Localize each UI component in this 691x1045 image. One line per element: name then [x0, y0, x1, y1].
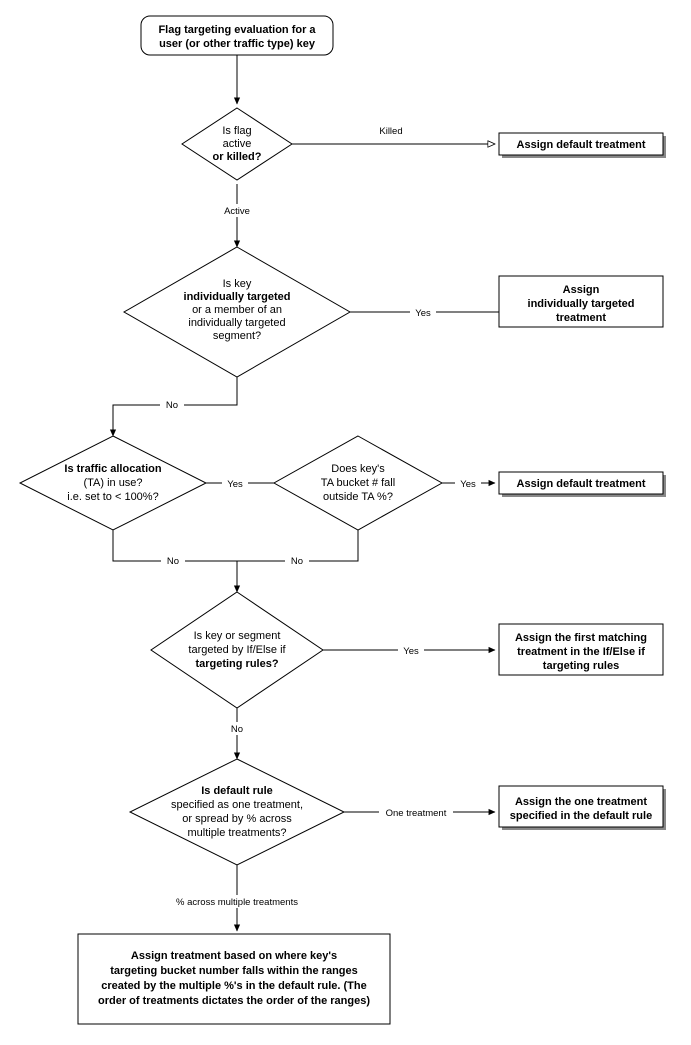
start-line-0: Flag targeting evaluation for a [158, 24, 316, 36]
d1-line-1: active [223, 138, 252, 150]
d2-line-2: or a member of an [192, 304, 282, 316]
d4-line-0: Does key's [331, 463, 385, 475]
d5-line-0: Is key or segment [194, 630, 281, 642]
edge-label-no-d2-text: No [166, 400, 178, 411]
d5-line-2: targeting rules? [195, 658, 278, 670]
edge-label-killed: Killed [374, 124, 410, 137]
edge-label-killed-text: Killed [379, 126, 402, 137]
d4-line-2: outside TA %? [323, 491, 393, 503]
start-line-1: user (or other traffic type) key [159, 38, 316, 50]
d5-shape [150, 591, 324, 709]
d2-shape [122, 246, 352, 378]
start-shape [140, 15, 334, 56]
edge-label-no-d2: No [160, 398, 184, 411]
node-start: Flag targeting evaluation for a user (or… [140, 15, 334, 56]
b6-line-0: Assign treatment based on where key's [131, 950, 337, 962]
d1-shape [181, 107, 293, 181]
node-decision-default-rule: Is default rule specified as one treatme… [128, 758, 346, 866]
d6-shape [128, 758, 346, 866]
edge-label-yes-d3-text: Yes [227, 479, 243, 490]
b5-shape [498, 785, 664, 828]
node-assign-individually-targeted-treatment: Assign individually targeted treatment [498, 275, 664, 328]
d6-line-0: Is default rule [201, 785, 273, 797]
d3-line-2: i.e. set to < 100%? [67, 491, 158, 503]
node-decision-ta-bucket: Does key's TA bucket # fall outside TA %… [272, 435, 444, 531]
b3-line-0: Assign default treatment [517, 478, 646, 490]
d6-line-2: or spread by % across [182, 813, 292, 825]
b6-line-2: created by the multiple %'s in the defau… [101, 980, 366, 992]
d4-line-1: TA bucket # fall [321, 477, 395, 489]
d6-line-3: multiple treatments? [187, 827, 286, 839]
b6-line-1: targeting bucket number falls within the… [110, 965, 358, 977]
b4-shape [498, 623, 664, 676]
edge-label-no-d4-text: No [291, 556, 303, 567]
edge-label-percent-across: % across multiple treatments [158, 895, 316, 908]
edge-label-one-treatment-text: One treatment [386, 808, 447, 819]
d3-line-1: (TA) in use? [83, 477, 142, 489]
b4-line-1: treatment in the If/Else if [517, 646, 645, 658]
node-assign-treatment-by-range: Assign treatment based on where key's ta… [77, 933, 391, 1025]
edge-label-yes-d4: Yes [455, 477, 481, 490]
b2-line-2: treatment [556, 312, 606, 324]
edge-label-no-d4: No [285, 554, 309, 567]
node-assign-default-treatment-2: Assign default treatment [498, 471, 666, 497]
d1-line-0: Is flag [222, 125, 251, 137]
edge-label-no-d3: No [161, 554, 185, 567]
b5-line-1: specified in the default rule [510, 810, 652, 822]
node-assign-first-matching-treatment: Assign the first matching treatment in t… [498, 623, 664, 676]
b1-line-0: Assign default treatment [517, 139, 646, 151]
b2-line-0: Assign [563, 284, 600, 296]
node-assign-one-treatment: Assign the one treatment specified in th… [498, 785, 666, 830]
b4-line-2: targeting rules [543, 660, 619, 672]
edge-label-active: Active [216, 204, 258, 217]
b5-line-0: Assign the one treatment [515, 796, 647, 808]
edge-label-one-treatment: One treatment [379, 806, 453, 819]
b6-line-3: order of treatments dictates the order o… [98, 995, 370, 1007]
edge-label-active-text: Active [224, 206, 250, 217]
d5-line-1: targeted by If/Else if [188, 644, 286, 656]
d6-line-1: specified as one treatment, [171, 799, 303, 811]
d2-line-1: individually targeted [184, 291, 291, 303]
edge-label-yes-d2-text: Yes [415, 308, 431, 319]
edge-d4-to-d5 [237, 530, 359, 562]
node-assign-default-treatment-1: Assign default treatment [498, 132, 666, 158]
edge-label-no-d5-text: No [231, 724, 243, 735]
edge-label-layer: Killed Active Yes No Yes Yes No [158, 124, 481, 908]
b6-shape [77, 933, 391, 1025]
d1-line-2: or killed? [213, 151, 262, 163]
d4-shape [272, 435, 444, 531]
b4-line-0: Assign the first matching [515, 632, 647, 644]
b2-line-1: individually targeted [528, 298, 635, 310]
d3-shape [18, 435, 208, 531]
d3-line-0: Is traffic allocation [64, 463, 161, 475]
edge-label-percent-across-text: % across multiple treatments [176, 897, 298, 908]
node-decision-traffic-allocation: Is traffic allocation (TA) in use? i.e. … [18, 435, 208, 531]
b2-shape [498, 275, 664, 328]
b1-shape [498, 132, 664, 156]
b3-shape [498, 471, 664, 495]
edge-label-yes-d5-text: Yes [403, 646, 419, 657]
edge-label-no-d5: No [225, 722, 249, 735]
node-decision-targeting-rules: Is key or segment targeted by If/Else if… [150, 591, 324, 709]
edge-label-yes-d2: Yes [410, 306, 436, 319]
edge-label-yes-d3: Yes [222, 477, 248, 490]
d2-line-4: segment? [213, 330, 261, 342]
edge-label-yes-d4-text: Yes [460, 479, 476, 490]
edge-label-no-d3-text: No [167, 556, 179, 567]
d2-line-3: individually targeted [188, 317, 285, 329]
edge-label-yes-d5: Yes [398, 644, 424, 657]
node-decision-flag-active: Is flag active or killed? [181, 107, 293, 181]
node-decision-individually-targeted: Is key individually targeted or a member… [122, 246, 352, 378]
d2-line-0: Is key [223, 278, 252, 290]
